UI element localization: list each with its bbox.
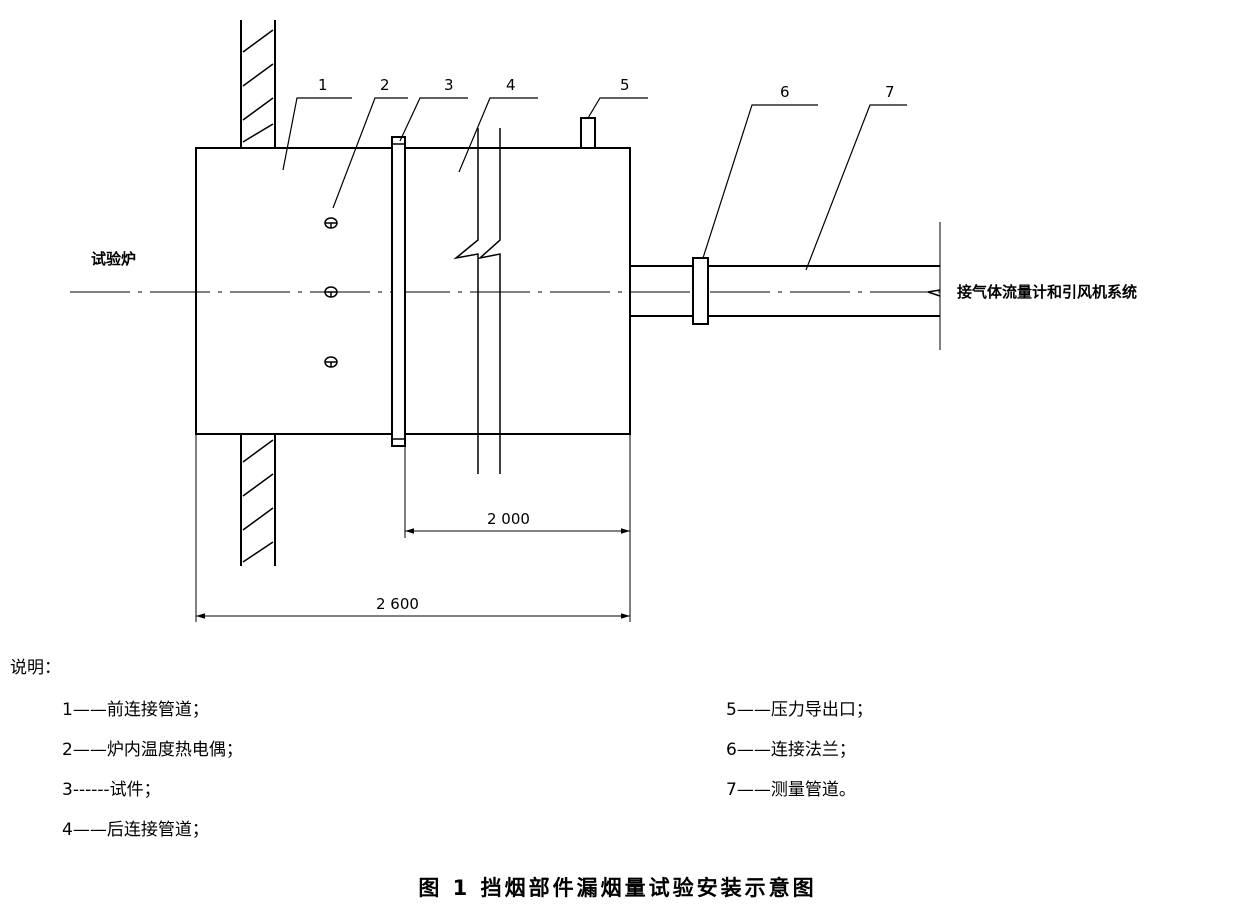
legend-item: 1——前连接管道； <box>62 700 209 720</box>
dimension-2000: 2 000 <box>487 510 530 528</box>
legend-item: 3------试件； <box>62 780 161 800</box>
legend-item: 4——后连接管道； <box>62 820 209 840</box>
duct-body <box>195 147 631 435</box>
legend-item: 2——炉内温度热电偶； <box>62 740 243 760</box>
leader-lines <box>282 97 907 271</box>
pressure-outlet <box>580 117 596 149</box>
part-number-2: 2 <box>380 76 390 94</box>
specimen <box>391 136 406 447</box>
legend-title: 说明： <box>10 658 61 678</box>
legend-item: 5——压力导出口； <box>726 700 873 720</box>
break-lines <box>453 128 501 474</box>
furnace-label: 试验炉 <box>91 250 136 268</box>
dimension-2600: 2 600 <box>376 595 419 613</box>
legend-item: 7——测量管道。 <box>726 780 856 800</box>
part-number-3: 3 <box>444 76 454 94</box>
legend-item: 6——连接法兰； <box>726 740 856 760</box>
outlet-label: 接气体流量计和引风机系统 <box>957 283 1137 301</box>
figure-caption: 图 1 挡烟部件漏烟量试验安装示意图 <box>418 876 817 900</box>
connecting-flange <box>692 257 709 325</box>
installation-diagram: 1 2 3 4 5 6 7 试验炉 接气体流量计和引风机系统 2 000 2 6… <box>70 20 1137 622</box>
part-number-7: 7 <box>885 83 895 101</box>
dimension-lines <box>195 434 631 622</box>
measurement-pipe <box>630 222 941 350</box>
furnace-wall <box>240 20 276 566</box>
part-number-5: 5 <box>620 76 630 94</box>
part-number-1: 1 <box>318 76 328 94</box>
thermocouple-icon <box>324 217 338 368</box>
part-number-4: 4 <box>506 76 516 94</box>
part-number-6: 6 <box>780 83 790 101</box>
